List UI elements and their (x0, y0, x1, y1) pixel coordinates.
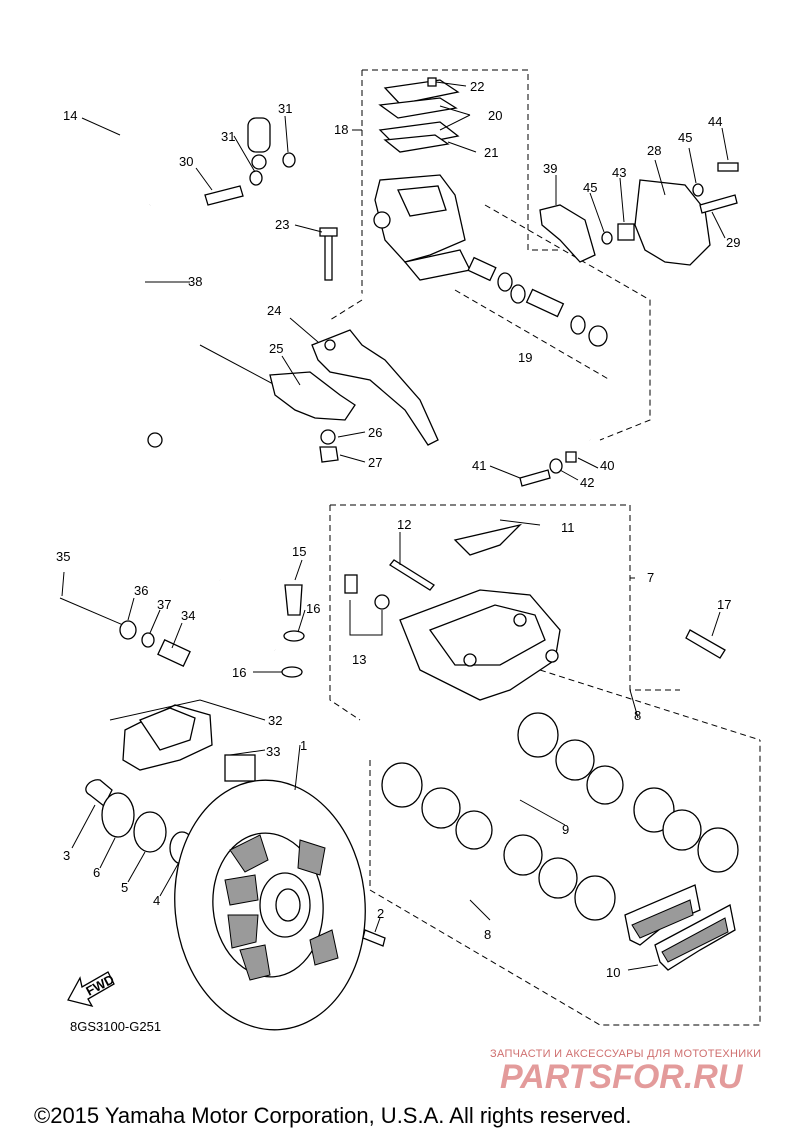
callout-16-upper: 16 (306, 601, 320, 616)
callout-31-right: 31 (278, 101, 292, 116)
callout-32: 32 (268, 713, 282, 728)
master-cylinder-assembly (199, 79, 608, 463)
callout-9: 9 (562, 822, 569, 837)
callout-13: 13 (352, 652, 366, 667)
callout-10: 10 (606, 965, 620, 980)
callout-30: 30 (179, 154, 193, 169)
callout-45-right: 45 (678, 130, 692, 145)
callout-12: 12 (397, 517, 411, 532)
callout-14: 14 (63, 108, 77, 123)
callout-11: 11 (561, 520, 575, 535)
callout-22: 22 (470, 79, 484, 94)
caliper-group-box (330, 504, 680, 691)
caliper-assembly (281, 523, 726, 701)
watermark-tagline: ЗАПЧАСТИ И АКСЕССУАРЫ ДЛЯ МОТОТЕХНИКИ (490, 1048, 761, 1060)
brake-pads (624, 884, 736, 971)
forward-arrow: FWD (67, 971, 117, 1008)
caliper-pin (389, 559, 435, 591)
pad-spring (453, 523, 523, 556)
callout-1: 1 (300, 738, 307, 753)
fwd-label: FWD (83, 972, 116, 999)
callout-8-upper: 8 (634, 708, 641, 723)
callout-44: 44 (708, 114, 722, 129)
callout-40: 40 (600, 458, 614, 473)
callout-36: 36 (134, 583, 148, 598)
callout-7: 7 (647, 570, 654, 585)
callout-38: 38 (188, 274, 202, 289)
parking-lever (269, 371, 356, 421)
callout-23: 23 (275, 217, 289, 232)
piston-group-box (484, 204, 651, 441)
brake-disc (174, 779, 386, 1031)
callout-3: 3 (63, 848, 70, 863)
callout-2: 2 (377, 906, 384, 921)
callout-18: 18 (334, 122, 348, 137)
callout-8-lower: 8 (484, 927, 491, 942)
caliper-pistons (381, 712, 739, 921)
watermark: ЗАПЧАСТИ И АКСЕССУАРЫ ДЛЯ МОТОТЕХНИКИ PA… (490, 1048, 761, 1096)
bracket (634, 179, 711, 266)
group-outlines (329, 69, 761, 1026)
drawing-code: 8GS3100-G251 (70, 1019, 161, 1034)
fasteners (204, 77, 577, 487)
footrest-lever (539, 204, 596, 263)
callout-5: 5 (121, 880, 128, 895)
pad-group-box (369, 740, 761, 1026)
callout-35: 35 (56, 549, 70, 564)
leader-lines (61, 81, 729, 971)
brake-lever (311, 329, 439, 446)
callout-21: 21 (484, 145, 498, 160)
callout-34: 34 (181, 608, 195, 623)
callout-labels: 1 2 3 4 5 6 7 8 8 9 10 11 12 13 14 15 16… (56, 79, 740, 980)
callout-6: 6 (93, 865, 100, 880)
callout-42: 42 (580, 475, 594, 490)
piston-kit-parts (467, 256, 608, 347)
callout-31-left: 31 (221, 129, 235, 144)
callout-20: 20 (488, 108, 502, 123)
callout-4: 4 (153, 893, 160, 908)
callout-37: 37 (157, 597, 171, 612)
callout-41: 41 (472, 458, 486, 473)
reservoir-cap (383, 79, 460, 105)
brake-lines (76, 62, 591, 651)
callout-16-lower: 16 (232, 665, 246, 680)
callout-45-left: 45 (583, 180, 597, 195)
lever-bolt (324, 231, 333, 281)
callout-17: 17 (717, 597, 731, 612)
callout-28: 28 (647, 143, 661, 158)
callout-33: 33 (266, 744, 280, 759)
disc-key (362, 929, 386, 947)
callout-26: 26 (368, 425, 382, 440)
master-cylinder-group-box (362, 69, 560, 251)
callout-24: 24 (267, 303, 281, 318)
callout-43: 43 (612, 165, 626, 180)
bracket-assembly (539, 162, 739, 266)
copyright-footer: ©2015 Yamaha Motor Corporation, U.S.A. A… (34, 1103, 631, 1128)
callout-25: 25 (269, 341, 283, 356)
callout-39: 39 (543, 161, 557, 176)
callout-27: 27 (368, 455, 382, 470)
watermark-logo: PARTSFOR.RU (500, 1058, 744, 1096)
callout-29: 29 (726, 235, 740, 250)
collar (617, 223, 635, 241)
callout-15: 15 (292, 544, 306, 559)
callout-19: 19 (518, 350, 532, 365)
